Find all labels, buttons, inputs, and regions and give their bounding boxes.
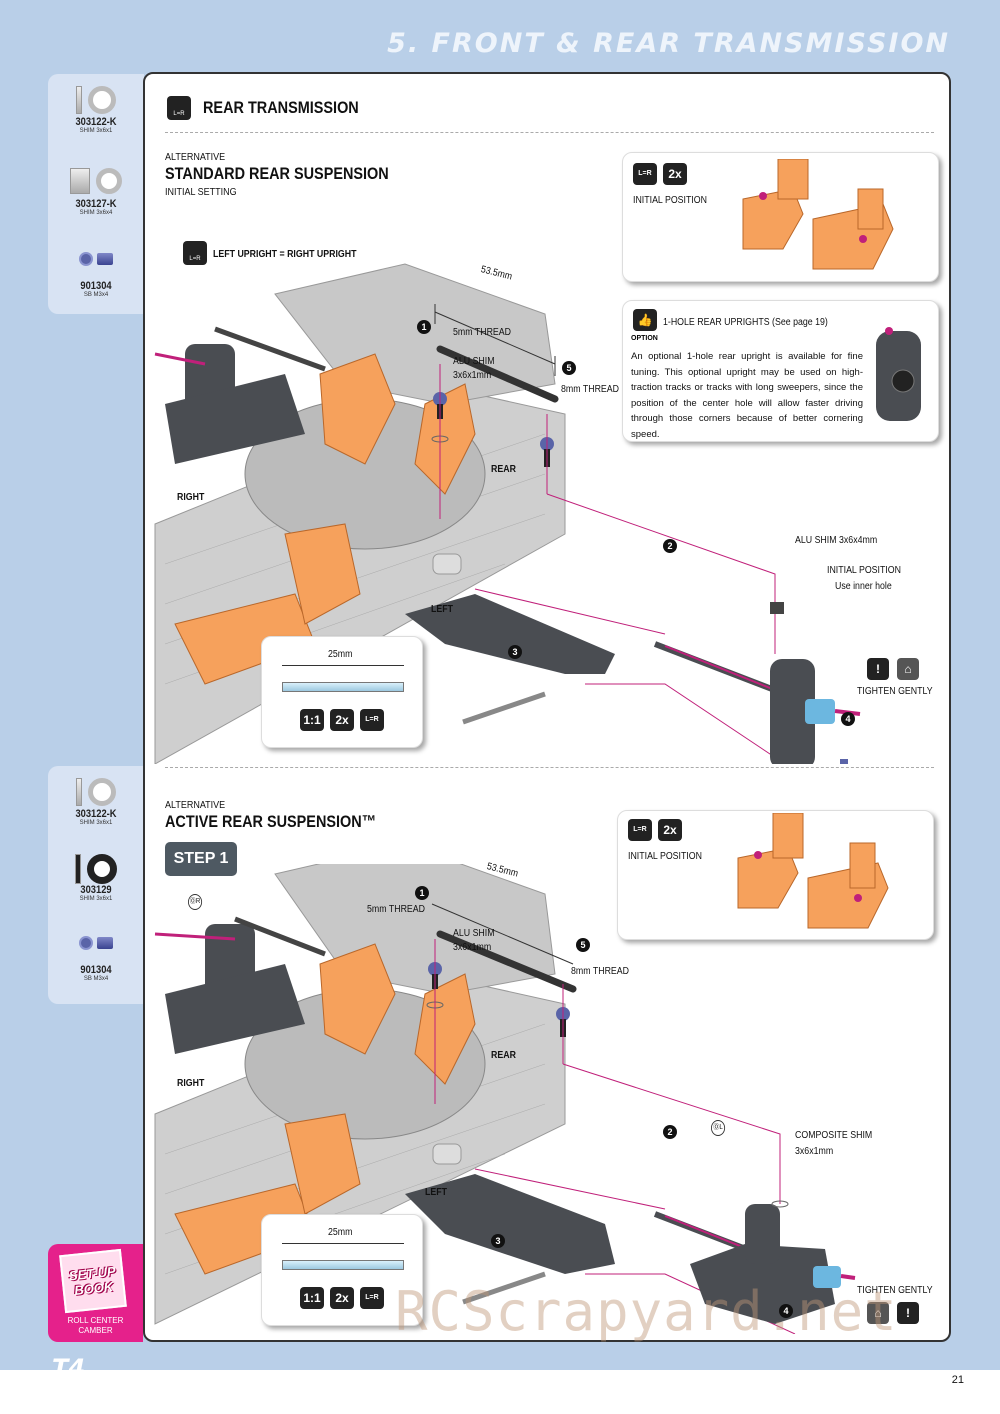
callout-3: 3: [491, 1234, 505, 1248]
composite-shim: COMPOSITE SHIM: [795, 1130, 873, 1141]
page-title: 5. FRONT & REAR TRANSMISSION: [387, 28, 950, 59]
use-inner-hole: Use inner hole: [835, 581, 892, 592]
orange-mount-illustration: [737, 813, 889, 929]
lr-badge: L=R: [360, 1287, 384, 1309]
rear-label: REAR: [491, 464, 516, 475]
callout-1: 1: [415, 886, 429, 900]
qty-badge: 2x: [330, 1287, 354, 1309]
part-screw: 901304 SB M3x4: [48, 934, 144, 982]
callout-3: 3: [508, 645, 522, 659]
initial-position: INITIAL POSITION: [827, 565, 902, 576]
lr-badge: L=R: [628, 819, 652, 841]
pin-scale-box-2: 25mm 1:1 2x L=R: [261, 1214, 423, 1326]
scale-badge: 1:1: [300, 709, 324, 731]
std-kicker: ALTERNATIVE: [165, 152, 226, 163]
t4-logo: T4: [52, 1354, 86, 1382]
right-label: RIGHT: [177, 492, 205, 503]
thread-8mm-2: 8mm THREAD: [571, 966, 630, 977]
lr-badge: L=R: [360, 709, 384, 731]
shim-dark-icon: [48, 854, 144, 884]
parts-panel-top: 303122-K SHIM 3x6x1 303127-K SHIM 3x6x4 …: [48, 74, 144, 314]
right-label-2: RIGHT: [177, 1078, 205, 1089]
parts-panel-bottom: 303122-K SHIM 3x6x1 303129 SHIM 3x6x1 90…: [48, 766, 144, 1004]
tighten-gently: TIGHTEN GENTLY: [857, 686, 933, 697]
setup-book-tab[interactable]: SET-UP BOOK ROLL CENTER CAMBER: [48, 1244, 143, 1342]
screwdriver-icon: ⌂: [897, 658, 919, 680]
part-screw: 901304 SB M3x4: [48, 250, 144, 298]
active-suspension-diagram: [154, 864, 856, 1334]
initial-position-box: L=R 2x INITIAL POSITION: [622, 152, 939, 282]
pin-length: 25mm: [328, 1227, 353, 1238]
left-label-2: LEFT: [425, 1187, 447, 1198]
initial-position-box-2: L=R 2x INITIAL POSITION: [617, 810, 934, 940]
std-title: STANDARD REAR SUSPENSION: [165, 164, 389, 183]
pin-scale-box: 25mm 1:1 2x L=R: [261, 636, 423, 748]
callout-4: 4: [841, 712, 855, 726]
watermark: RCScrapyard.net: [395, 1280, 898, 1343]
callout-5: 5: [576, 938, 590, 952]
callout-5: 5: [562, 361, 576, 375]
thumbs-up-icon: 👍: [633, 309, 657, 331]
step-1-badge: STEP 1: [165, 842, 237, 876]
scale-badge: 1:1: [300, 1287, 324, 1309]
callout-2: 2: [663, 539, 677, 553]
shim-icon: [48, 86, 144, 116]
screw-icon: [48, 250, 144, 280]
standard-suspension-diagram: [154, 263, 861, 764]
callout-2: 2: [663, 1125, 677, 1139]
option-tag: OPTION: [631, 335, 658, 342]
pin-length: 25mm: [328, 649, 353, 660]
shim-thick-icon: [48, 168, 144, 198]
setup-book-icon: SET-UP BOOK: [59, 1248, 127, 1314]
upright-label: LEFT UPRIGHT = RIGHT UPRIGHT: [213, 249, 357, 260]
lr-icon: L=R: [167, 96, 191, 120]
shim-icon: [48, 778, 144, 808]
thread-5mm: 5mm THREAD: [453, 327, 512, 338]
initial-position-label: INITIAL POSITION: [633, 195, 708, 206]
alu-shim-4: ALU SHIM 3x6x4mm: [795, 535, 878, 546]
active-kicker: ALTERNATIVE: [165, 800, 226, 811]
lr-badge: L=R: [633, 163, 657, 185]
initial-position-label: INITIAL POSITION: [628, 851, 703, 862]
warning-icon: !: [867, 658, 889, 680]
qty-badge: 2x: [663, 163, 687, 185]
callout-1: 1: [417, 320, 431, 334]
part-shim-4: 303127-K SHIM 3x6x4: [48, 168, 144, 216]
section-title: REAR TRANSMISSION: [203, 98, 359, 117]
qty-badge: 2x: [658, 819, 682, 841]
alu-shim: ALU SHIM: [453, 356, 495, 367]
ol-tag: ⓄL: [711, 1120, 726, 1136]
lr-icon: L=R: [183, 241, 207, 265]
alu-shim-size-2: 3x6x1mm: [453, 942, 492, 953]
option-text: An optional 1-hole rear upright is avail…: [631, 351, 863, 440]
screwdriver-icon: ⌂: [867, 1302, 889, 1324]
alu-shim-size: 3x6x1mm: [453, 370, 492, 381]
left-label: LEFT: [431, 604, 453, 615]
std-subtitle: INITIAL SETTING: [165, 187, 237, 198]
rear-label-2: REAR: [491, 1050, 516, 1061]
thread-5mm-2: 5mm THREAD: [367, 904, 426, 915]
tighten-gently-2: TIGHTEN GENTLY: [857, 1285, 933, 1296]
callout-4: 4: [779, 1304, 793, 1318]
qty-badge: 2x: [330, 709, 354, 731]
divider: [165, 767, 934, 768]
part-composite-shim: 303129 SHIM 3x6x1: [48, 854, 144, 902]
composite-shim-size: 3x6x1mm: [795, 1146, 834, 1157]
option-box: 👍 OPTION 1-HOLE REAR UPRIGHTS (See page …: [622, 300, 939, 442]
page-number: 21: [951, 1374, 964, 1386]
orange-mount-illustration: [742, 159, 894, 270]
warning-icon: !: [897, 1302, 919, 1324]
upright-illustration: [876, 327, 921, 421]
or-tag: ⓄR: [188, 894, 203, 910]
divider: [165, 132, 934, 133]
option-title: 1-HOLE REAR UPRIGHTS (See page 19): [663, 317, 828, 328]
part-shim-1: 303122-K SHIM 3x6x1: [48, 778, 144, 826]
instruction-panel: L=R REAR TRANSMISSION ALTERNATIVE STANDA…: [143, 72, 951, 1342]
part-shim-1: 303122-K SHIM 3x6x1: [48, 86, 144, 134]
thread-8mm: 8mm THREAD: [561, 384, 620, 395]
screw-icon: [48, 934, 144, 964]
alu-shim-2: ALU SHIM: [453, 928, 495, 939]
active-title: ACTIVE REAR SUSPENSION™: [165, 812, 377, 831]
